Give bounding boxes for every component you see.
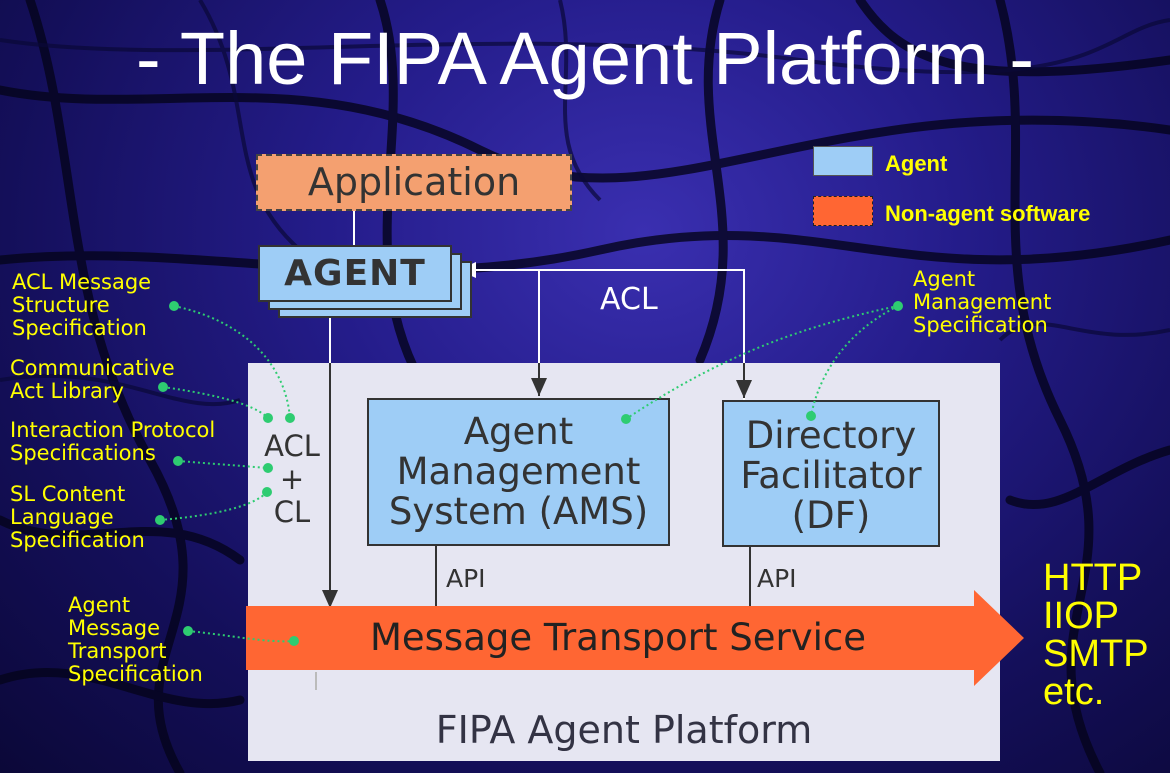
ams-line-3: System (AMS) <box>388 490 649 533</box>
spec-sl-content: SL Content Language Specification <box>10 483 145 552</box>
acl-cl-label: ACL + CL <box>256 430 328 529</box>
api-label-ams: API <box>446 564 486 593</box>
protocol-smtp: SMTP <box>1043 633 1149 675</box>
acl-cl-line-2: + <box>279 462 305 496</box>
platform-label: FIPA Agent Platform <box>435 708 813 752</box>
legend-nonagent-swatch <box>813 196 873 226</box>
acl-cl-line-1: ACL <box>264 429 320 463</box>
spec-sl-content-line-1: SL Content <box>10 482 126 506</box>
protocol-list: HTTP IIOP SMTP etc. <box>1043 559 1149 711</box>
spec-acl-message-line-2: Structure <box>12 293 110 317</box>
acl-label: ACL <box>600 282 658 317</box>
legend-agent-swatch <box>813 146 873 176</box>
ams-line-2: Management <box>396 450 641 493</box>
spec-transport-line-2: Message <box>68 616 161 640</box>
spec-transport-line-1: Agent <box>68 593 131 617</box>
spec-acl-message-line-1: ACL Message <box>12 270 152 294</box>
spec-interaction-line-2: Specifications <box>10 441 156 465</box>
df-line-1: Directory <box>745 414 917 457</box>
protocol-etc: etc. <box>1043 671 1105 713</box>
spec-communicative-line-2: Act Library <box>10 379 124 403</box>
mts-arrow <box>246 590 1024 686</box>
spec-management: Agent Management Specification <box>913 268 1051 337</box>
application-box: Application <box>256 154 572 211</box>
spec-sl-content-line-2: Language <box>10 505 114 529</box>
legend-nonagent-label: Non-agent software <box>885 201 1091 226</box>
df-line-2: Facilitator <box>740 454 922 497</box>
ams-line-1: Agent <box>463 410 574 453</box>
spec-interaction: Interaction Protocol Specifications <box>10 419 215 465</box>
spec-management-line-2: Management <box>913 290 1052 314</box>
ams-box: Agent Management System (AMS) <box>367 398 670 546</box>
acl-cl-line-3: CL <box>273 495 311 529</box>
protocol-iiop: IIOP <box>1043 595 1120 637</box>
api-label-df: API <box>757 564 797 593</box>
spec-transport-line-4: Specification <box>68 662 203 686</box>
agent-box: AGENT <box>258 245 452 302</box>
df-line-3: (DF) <box>791 494 871 537</box>
mts-label: Message Transport Service <box>369 616 867 659</box>
spec-transport: Agent Message Transport Specification <box>68 594 203 686</box>
spec-management-line-3: Specification <box>913 313 1048 337</box>
spec-acl-message-line-3: Specification <box>12 316 147 340</box>
legend-agent-label: Agent <box>885 151 948 176</box>
df-box: Directory Facilitator (DF) <box>722 400 940 547</box>
spec-interaction-line-1: Interaction Protocol <box>10 418 216 442</box>
spec-communicative-line-1: Communicative <box>10 356 175 380</box>
spec-acl-message: ACL Message Structure Specification <box>12 271 151 340</box>
protocol-http: HTTP <box>1043 557 1143 599</box>
page-title: - The FIPA Agent Platform - <box>136 17 1034 100</box>
spec-management-line-1: Agent <box>913 267 976 291</box>
spec-transport-line-3: Transport <box>68 639 167 663</box>
spec-communicative: Communicative Act Library <box>10 357 175 403</box>
spec-sl-content-line-3: Specification <box>10 528 145 552</box>
